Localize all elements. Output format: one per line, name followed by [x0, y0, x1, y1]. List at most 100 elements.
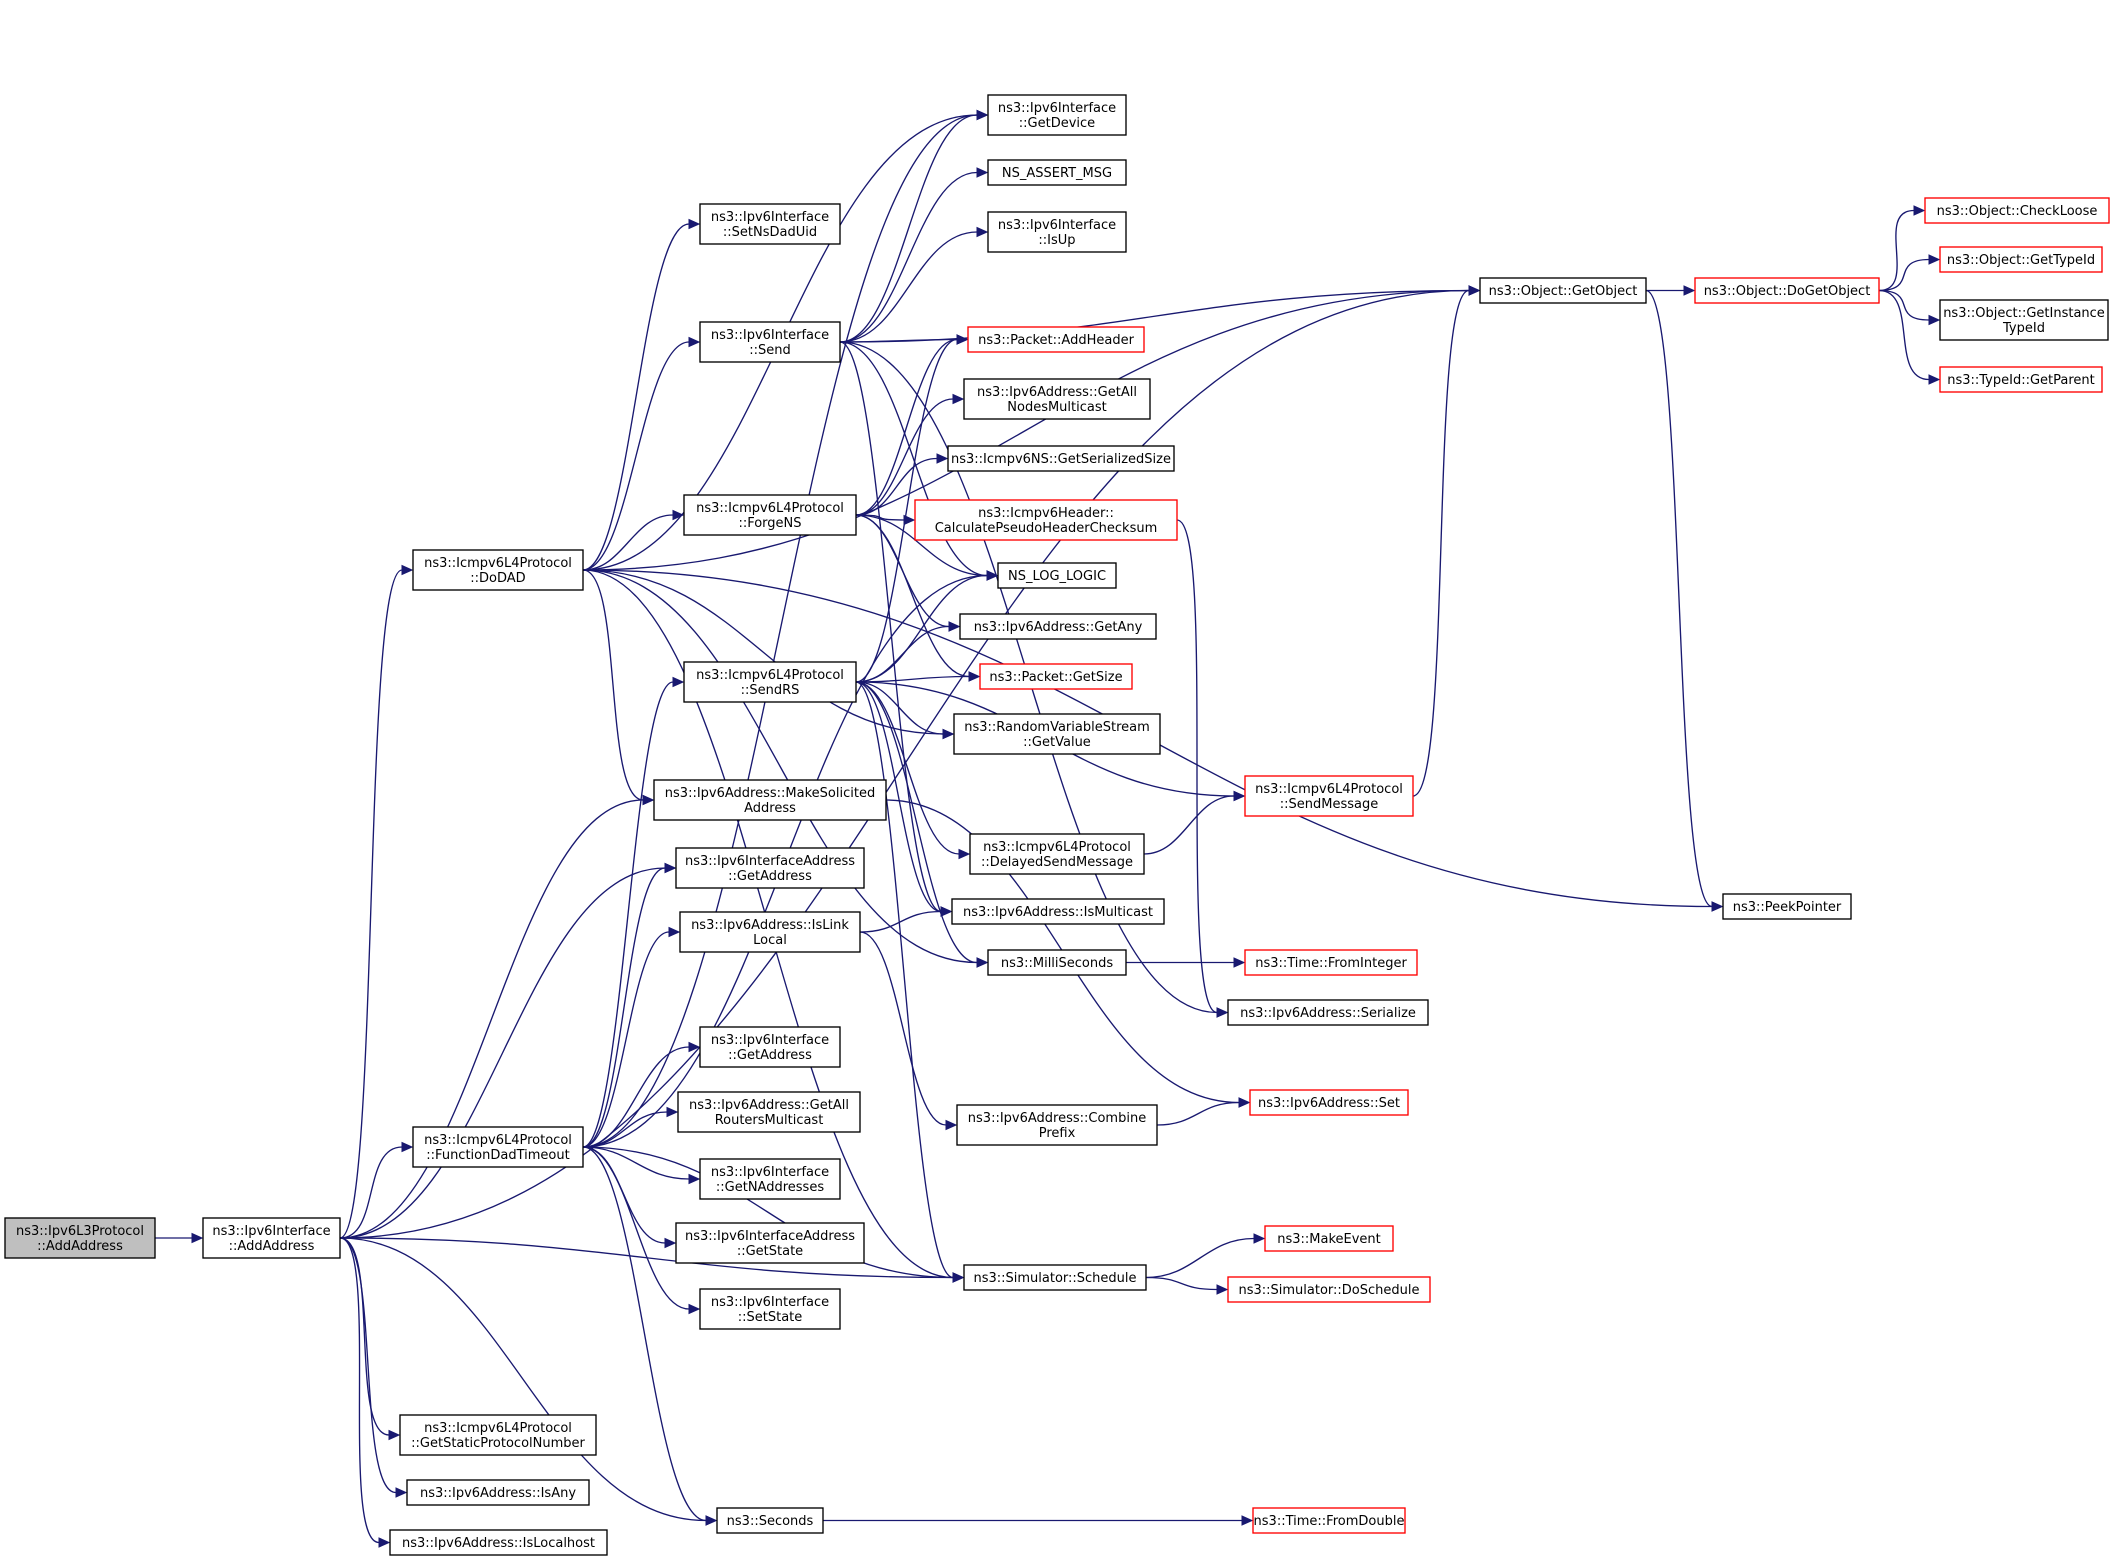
arrowhead-sendrs-to-delayed	[958, 848, 971, 860]
edge-ifsend-to-nslog	[839, 341, 988, 577]
node-label: ns3::Ipv6Interface	[998, 101, 1116, 116]
node-ifaddrgetstate[interactable]: ns3::Ipv6InterfaceAddress::GetState	[675, 1222, 865, 1264]
node-label: ::SetNsDadUid	[723, 225, 817, 240]
node-label: ::GetAddress	[728, 1048, 812, 1063]
edge-dodad-to-forgens	[582, 514, 674, 571]
arrowhead-sendrs-to-schedule	[952, 1272, 965, 1283]
node-ifsend[interactable]: ns3::Ipv6Interface::Send	[699, 321, 841, 363]
node-gettypeid[interactable]: ns3::Object::GetTypeId	[1939, 246, 2103, 273]
node-delayed[interactable]: ns3::Icmpv6L4Protocol::DelayedSendMessag…	[969, 833, 1145, 875]
edge-schedule-to-doschedule	[1145, 1276, 1218, 1291]
node-ifsetstate[interactable]: ns3::Ipv6Interface::SetState	[699, 1288, 841, 1330]
edge-fdt-to-ifsetstate	[582, 1146, 690, 1310]
arrowhead-sendrs-to-rvsgetvalue	[942, 728, 955, 740]
node-fdt[interactable]: ns3::Icmpv6L4Protocol::FunctionDadTimeou…	[412, 1126, 584, 1168]
node-addrset[interactable]: ns3::Ipv6Address::Set	[1249, 1089, 1409, 1116]
node-fromint[interactable]: ns3::Time::FromInteger	[1244, 949, 1418, 976]
edge-sendrs-to-rvsgetvalue	[855, 681, 944, 735]
node-serialize[interactable]: ns3::Ipv6Address::Serialize	[1227, 999, 1429, 1026]
node-pktgetsize[interactable]: ns3::Packet::GetSize	[979, 663, 1133, 690]
node-label: ::DelayedSendMessage	[981, 855, 1133, 870]
node-addheader[interactable]: ns3::Packet::AddHeader	[967, 326, 1145, 353]
node-millis[interactable]: ns3::MilliSeconds	[987, 949, 1127, 976]
node-ismulticast[interactable]: ns3::Ipv6Address::IsMulticast	[951, 898, 1165, 925]
node-label: ns3::Seconds	[727, 1514, 814, 1529]
edge-ifaddaddr-to-fdt	[339, 1146, 403, 1239]
arrowhead-fdt-to-getallrouters	[666, 1106, 679, 1118]
node-dodad[interactable]: ns3::Icmpv6L4Protocol::DoDAD	[412, 549, 584, 591]
node-islocalhost[interactable]: ns3::Ipv6Address::IsLocalhost	[389, 1529, 608, 1556]
arrowhead-dodad-to-setnsdad	[688, 218, 701, 230]
node-sendrs[interactable]: ns3::Icmpv6L4Protocol::SendRS	[683, 661, 857, 703]
node-label: Local	[753, 933, 787, 948]
node-seconds[interactable]: ns3::Seconds	[716, 1507, 824, 1534]
node-box	[987, 949, 1127, 976]
node-setnsdad[interactable]: ns3::Ipv6Interface::SetNsDadUid	[699, 203, 841, 245]
arrowhead-fdt-to-ifaddrgetaddr	[664, 862, 677, 874]
node-ifaddaddr[interactable]: ns3::Ipv6Interface::AddAddress	[202, 1217, 341, 1259]
node-rvsgetvalue[interactable]: ns3::RandomVariableStream::GetValue	[953, 713, 1161, 755]
node-label: ::DoDAD	[470, 571, 525, 586]
arrowhead-seconds-to-fromdouble	[1241, 1515, 1254, 1526]
node-ifgetaddr[interactable]: ns3::Ipv6Interface::GetAddress	[699, 1026, 841, 1068]
node-forgens[interactable]: ns3::Icmpv6L4Protocol::ForgeNS	[683, 494, 857, 536]
node-label: ::GetStaticProtocolNumber	[411, 1436, 585, 1451]
arrowhead-sendrs-to-millis	[976, 957, 989, 968]
node-label: ns3::Time::FromDouble	[1254, 1514, 1405, 1529]
node-getany[interactable]: ns3::Ipv6Address::GetAny	[959, 613, 1157, 640]
node-label: RoutersMulticast	[715, 1113, 824, 1128]
node-dogetobject[interactable]: ns3::Object::DoGetObject	[1694, 277, 1880, 304]
arrowhead-ifsend-to-getdevice	[976, 109, 989, 121]
node-ifaddrgetaddr[interactable]: ns3::Ipv6InterfaceAddress::GetAddress	[675, 847, 865, 889]
node-isany[interactable]: ns3::Ipv6Address::IsAny	[406, 1479, 590, 1506]
node-box	[1244, 949, 1418, 976]
node-box	[1722, 893, 1852, 920]
arrowhead-sendrs-to-pktgetsize	[968, 671, 981, 682]
arrowhead-getobject-to-dogetobject	[1683, 285, 1696, 296]
node-label: ns3::Icmpv6L4Protocol	[696, 501, 844, 516]
node-nsassert[interactable]: NS_ASSERT_MSG	[987, 159, 1127, 186]
edge-schedule-to-makeevent	[1145, 1237, 1255, 1279]
node-label: ns3::Ipv6L3Protocol	[16, 1224, 144, 1239]
node-getobject[interactable]: ns3::Object::GetObject	[1479, 277, 1647, 304]
node-label: ::GetValue	[1023, 735, 1091, 750]
node-getparent[interactable]: ns3::TypeId::GetParent	[1939, 366, 2103, 393]
node-fromdouble[interactable]: ns3::Time::FromDouble	[1252, 1507, 1406, 1534]
edge-fdt-to-seconds	[582, 1146, 707, 1522]
edge-ifaddaddr-to-getstatic	[339, 1237, 390, 1436]
arrowhead-fdt-to-seconds	[705, 1515, 718, 1526]
node-isup[interactable]: ns3::Ipv6Interface::IsUp	[987, 211, 1127, 253]
node-nslog[interactable]: NS_LOG_LOGIC	[997, 562, 1117, 589]
node-getnaddr[interactable]: ns3::Ipv6Interface::GetNAddresses	[699, 1158, 841, 1200]
node-label: ns3::Ipv6Interface	[998, 218, 1116, 233]
node-calcpseudo[interactable]: ns3::Icmpv6Header::CalculatePseudoHeader…	[914, 499, 1178, 541]
node-label: ns3::Ipv6Address::GetAny	[974, 620, 1143, 635]
node-label: ns3::Object::CheckLoose	[1937, 204, 2098, 219]
node-nsgetsize[interactable]: ns3::Icmpv6NS::GetSerializedSize	[947, 445, 1175, 472]
node-box	[4, 1217, 156, 1259]
node-doschedule[interactable]: ns3::Simulator::DoSchedule	[1227, 1276, 1431, 1303]
node-box	[699, 203, 841, 245]
node-makeevent[interactable]: ns3::MakeEvent	[1264, 1225, 1394, 1252]
node-label: ns3::MakeEvent	[1277, 1232, 1381, 1247]
node-schedule[interactable]: ns3::Simulator::Schedule	[963, 1264, 1147, 1291]
edge-ifaddaddr-to-schedule	[339, 1237, 954, 1279]
node-label: ns3::Icmpv6L4Protocol	[983, 840, 1131, 855]
node-checkloose[interactable]: ns3::Object::CheckLoose	[1924, 197, 2110, 224]
node-peekpointer[interactable]: ns3::PeekPointer	[1722, 893, 1852, 920]
node-box	[716, 1507, 824, 1534]
node-label: ns3::Ipv6Address::GetAll	[977, 385, 1137, 400]
node-getstatic[interactable]: ns3::Icmpv6L4Protocol::GetStaticProtocol…	[399, 1414, 597, 1456]
node-box	[969, 833, 1145, 875]
node-root[interactable]: ns3::Ipv6L3Protocol::AddAddress	[4, 1217, 156, 1259]
node-sendmessage[interactable]: ns3::Icmpv6L4Protocol::SendMessage	[1244, 775, 1414, 817]
edge-ifaddaddr-to-seconds	[339, 1237, 707, 1522]
node-getdevice[interactable]: ns3::Ipv6Interface::GetDevice	[987, 94, 1127, 136]
node-label: Prefix	[1039, 1126, 1076, 1141]
